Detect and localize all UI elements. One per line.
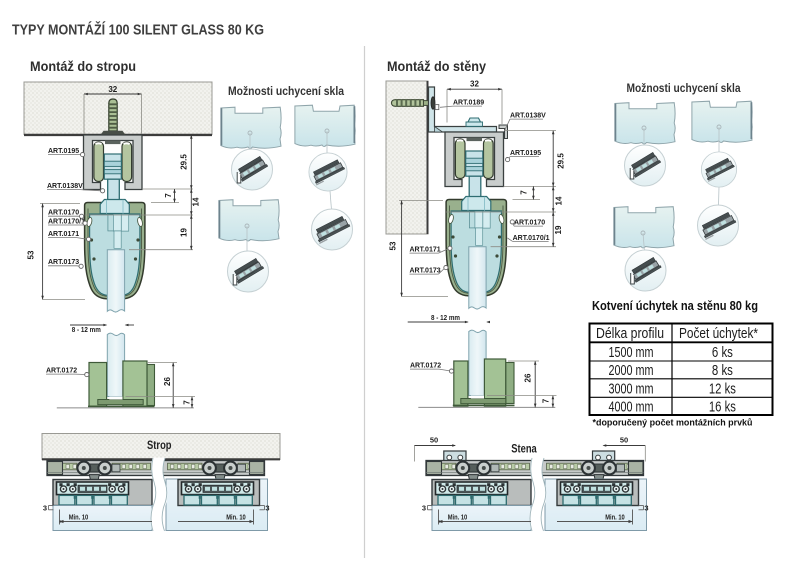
svg-text:3000 mm: 3000 mm — [609, 381, 654, 397]
svg-text:8 ks: 8 ks — [712, 363, 733, 379]
svg-text:8 - 12 mm: 8 - 12 mm — [72, 325, 101, 334]
svg-text:53: 53 — [27, 250, 36, 259]
svg-text:ART.0170/1: ART.0170/1 — [513, 235, 550, 242]
svg-text:Montáž do stěny: Montáž do stěny — [387, 58, 486, 74]
svg-text:ART.0171: ART.0171 — [410, 247, 441, 254]
svg-text:ART.0138V: ART.0138V — [47, 183, 83, 190]
svg-text:3: 3 — [422, 504, 426, 513]
svg-text:Montáž do stropu: Montáž do stropu — [30, 58, 136, 74]
svg-text:ART.0189: ART.0189 — [453, 100, 484, 107]
svg-text:Strop: Strop — [147, 438, 172, 452]
svg-text:6 ks: 6 ks — [712, 345, 733, 361]
svg-text:Stena: Stena — [511, 442, 537, 456]
svg-text:14: 14 — [192, 197, 201, 206]
svg-text:ART.0195: ART.0195 — [510, 150, 541, 157]
svg-text:Min. 10: Min. 10 — [69, 515, 89, 522]
svg-text:ART.0170/1: ART.0170/1 — [48, 218, 85, 225]
svg-text:7: 7 — [182, 400, 191, 405]
svg-text:16 ks: 16 ks — [709, 399, 736, 415]
svg-text:14: 14 — [555, 196, 564, 205]
svg-text:3: 3 — [265, 504, 269, 513]
svg-text:ART.0172: ART.0172 — [46, 368, 77, 375]
svg-text:50: 50 — [620, 436, 628, 445]
svg-text:29.5: 29.5 — [180, 154, 189, 170]
svg-text:32: 32 — [470, 80, 479, 89]
svg-text:Min. 10: Min. 10 — [448, 515, 468, 522]
svg-text:12 ks: 12 ks — [709, 381, 736, 397]
svg-text:2000 mm: 2000 mm — [609, 363, 654, 379]
svg-text:Min. 10: Min. 10 — [605, 515, 625, 522]
svg-text:1500 mm: 1500 mm — [609, 345, 654, 361]
svg-text:TYPY MONTÁŽÍ 100 SILENT GLASS: TYPY MONTÁŽÍ 100 SILENT GLASS 80 KG — [12, 21, 264, 39]
svg-text:ART.0171: ART.0171 — [48, 231, 79, 238]
svg-text:Min. 10: Min. 10 — [226, 515, 246, 522]
svg-text:Počet úchytek*: Počet úchytek* — [679, 326, 758, 342]
svg-text:4000 mm: 4000 mm — [609, 399, 654, 415]
svg-text:3: 3 — [43, 504, 47, 513]
svg-text:Možnosti uchycení skla: Možnosti uchycení skla — [228, 84, 344, 98]
svg-text:32: 32 — [108, 85, 117, 94]
svg-text:ART.0173: ART.0173 — [48, 259, 79, 266]
svg-text:7: 7 — [164, 193, 173, 198]
svg-text:Kotvení úchytek na stěnu 80 kg: Kotvení úchytek na stěnu 80 kg — [592, 299, 758, 313]
svg-text:ART.0138V: ART.0138V — [510, 113, 546, 120]
svg-text:ART.0170: ART.0170 — [48, 210, 79, 217]
svg-text:19: 19 — [180, 228, 189, 237]
svg-text:50: 50 — [430, 436, 438, 445]
svg-text:53: 53 — [389, 241, 398, 250]
svg-text:Délka profilu: Délka profilu — [596, 326, 664, 342]
svg-text:7: 7 — [520, 190, 529, 195]
svg-text:26: 26 — [163, 377, 172, 386]
svg-text:ART.0170: ART.0170 — [514, 220, 545, 227]
svg-text:8 - 12 mm: 8 - 12 mm — [431, 313, 460, 322]
svg-text:ART.0195: ART.0195 — [48, 148, 79, 155]
svg-text:ART.0172: ART.0172 — [410, 363, 441, 370]
svg-text:7: 7 — [542, 398, 551, 403]
svg-text:ART.0173: ART.0173 — [410, 268, 441, 275]
svg-text:26: 26 — [524, 373, 533, 382]
svg-text:29.5: 29.5 — [557, 153, 566, 169]
svg-text:19: 19 — [554, 225, 563, 234]
svg-text:*doporučený počet montážních p: *doporučený počet montážních prvků — [593, 418, 753, 428]
svg-text:Možnosti uchycení skla: Možnosti uchycení skla — [627, 81, 741, 95]
svg-text:3: 3 — [644, 504, 648, 513]
